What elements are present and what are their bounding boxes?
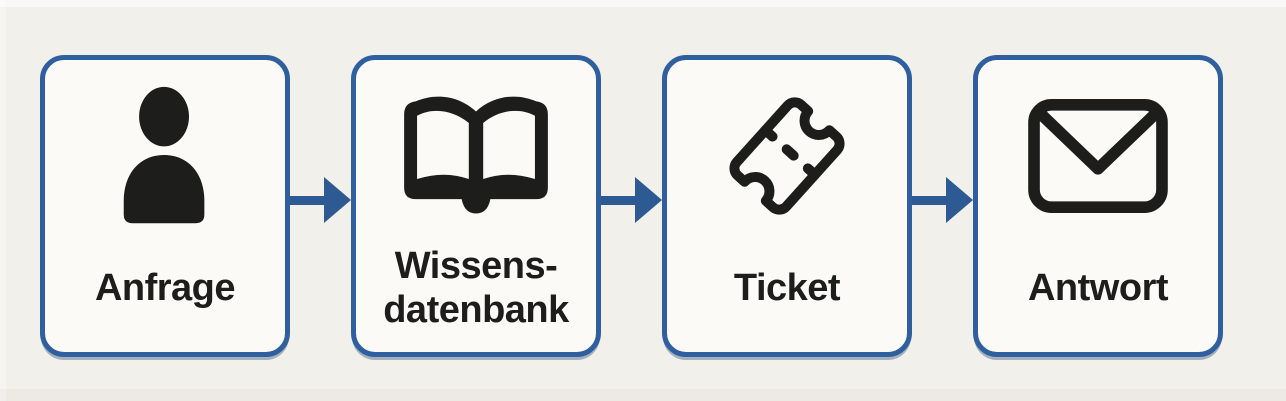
left-edge-highlight [0,0,6,401]
step-label-line: Antwort [1027,267,1169,309]
flow-row: Anfrage Wissens- datenbank [40,55,1226,357]
step-label-line: Ticket [733,267,841,309]
flow-arrow [912,55,973,357]
step-label: Wissens- datenbank [356,240,596,336]
user-icon [45,60,285,240]
flow-step-antwort: Antwort [973,55,1223,357]
flow-step-wissensdatenbank: Wissens- datenbank [351,55,601,357]
step-label: Antwort [978,240,1218,336]
flow-arrow [601,55,662,357]
flow-arrow [290,55,351,357]
arrow-right-icon [290,177,351,223]
arrow-right-icon [601,177,662,223]
ticket-icon [667,60,907,240]
open-book-icon [356,60,596,240]
step-label-line: Wissens- [394,245,558,287]
step-label-line: datenbank [383,289,569,331]
bottom-edge-shade [0,389,1286,401]
step-label: Anfrage [45,240,285,336]
flow-step-ticket: Ticket [662,55,912,357]
step-label-line: Anfrage [94,267,236,309]
flow-step-anfrage: Anfrage [40,55,290,357]
step-label: Ticket [667,240,907,336]
arrow-right-icon [912,177,973,223]
top-edge-highlight [0,0,1286,7]
envelope-icon [978,60,1218,240]
